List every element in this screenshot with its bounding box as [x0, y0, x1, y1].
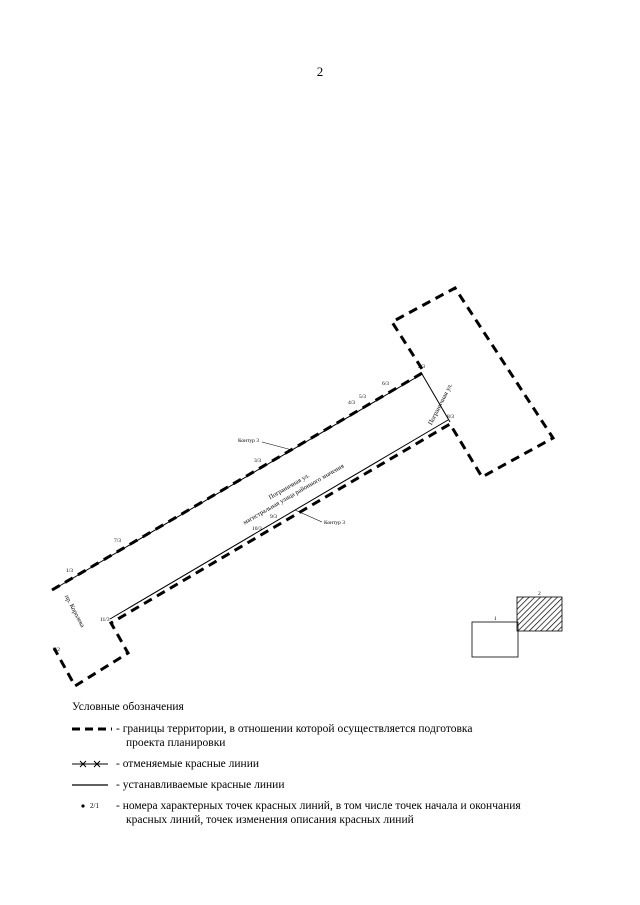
inset-label-2: 2	[538, 591, 541, 597]
legend-text: - отменяемые красные линии	[116, 758, 260, 770]
point-marker-icon: 2/1	[72, 799, 116, 813]
dashed-boundary-icon	[72, 722, 116, 736]
red-line-upper	[55, 373, 423, 589]
legend-item: - отменяемые красные линии	[72, 757, 612, 771]
legend-text: - номера характерных точек красных линий…	[116, 800, 521, 812]
page-number: 2	[316, 64, 324, 79]
red-line-cross	[421, 373, 451, 423]
legend-item: - устанавливаемые красные линии	[72, 778, 612, 792]
point-label: 3/2	[53, 647, 60, 653]
point-label: 4/3	[348, 400, 355, 406]
contour-label-upper: Контур 3	[238, 438, 259, 444]
legend-text: красных линий, точек изменения описания …	[126, 814, 414, 826]
inset-area-2	[516, 596, 563, 632]
legend-text: - границы территории, в отношении которо…	[116, 723, 473, 735]
inset-label-1: 1	[494, 616, 497, 622]
inset-area-1	[471, 621, 519, 658]
cancelled-line-icon	[72, 757, 116, 771]
left-street-name: пр. Королева	[63, 594, 86, 629]
solid-line-icon	[72, 778, 116, 792]
point-label: 8/3	[447, 414, 454, 420]
contour-leader-2	[294, 509, 323, 523]
contour-leader-1	[261, 441, 293, 451]
point-label: 9/3	[270, 514, 277, 520]
point-label: 5/3	[359, 394, 366, 400]
legend: Условные обозначения - границы территори…	[72, 700, 612, 834]
red-line-lower	[109, 419, 449, 620]
point-label: 6/3	[382, 381, 389, 387]
point-label: 7/3	[114, 538, 121, 544]
legend-text: проекта планировки	[126, 737, 226, 749]
legend-item: 2/1 - номера характерных точек красных л…	[72, 799, 612, 827]
point-label: 3/3	[254, 458, 261, 464]
point-label: 2/3	[418, 364, 425, 370]
legend-text: - устанавливаемые красные линии	[116, 779, 285, 791]
point-label: 11/3	[100, 617, 110, 623]
territory-boundary	[51, 286, 556, 689]
legend-title: Условные обозначения	[72, 701, 184, 713]
contour-label-lower: Контур 3	[324, 520, 345, 526]
marker-label: 2/1	[90, 802, 99, 810]
point-label: 10/3	[252, 526, 262, 532]
planning-map: Контур 3 Контур 3 Пограничная ул. магист…	[51, 286, 563, 689]
legend-item: - границы территории, в отношении которо…	[72, 722, 612, 750]
point-label: 1/3	[66, 568, 73, 574]
